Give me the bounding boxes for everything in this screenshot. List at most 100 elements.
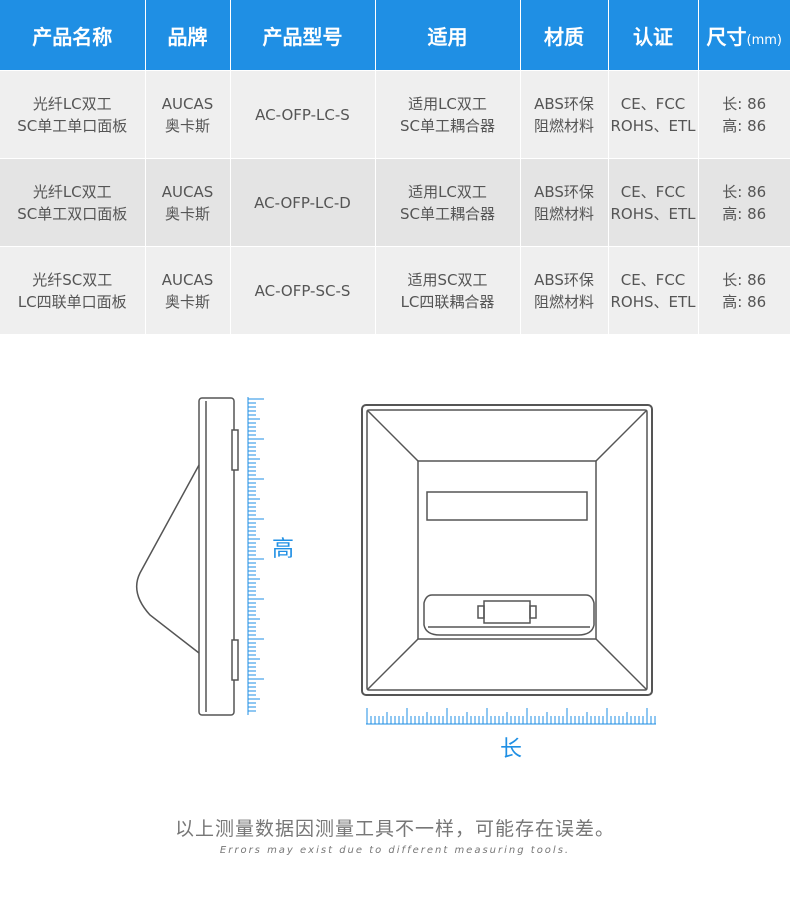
cell-name: 光纤LC双工 SC单工单口面板 [0, 70, 146, 159]
cell-text: ROHS、ETL [610, 204, 696, 223]
header-label: 品牌 [167, 24, 208, 49]
length-label: 长 [500, 737, 523, 762]
cell-usage: 适用SC双工 LC四联耦合器 [375, 246, 521, 334]
header-unit: (mm) [746, 32, 782, 48]
cell-text: 适用LC双工 [408, 182, 487, 201]
bevel-bottom-left [366, 638, 419, 691]
header-label: 尺寸 [706, 24, 747, 49]
size-value: 86 [747, 116, 767, 135]
size-height: 高: 86 [699, 203, 790, 225]
table-header-row: 产品名称 品牌 产品型号 适用 材质 认证 尺寸(mm) [0, 0, 790, 71]
header-label: 产品名称 [32, 24, 113, 49]
bevel-bottom-right [595, 638, 648, 691]
size-label: 高: [722, 116, 743, 135]
header-usage: 适用 [375, 0, 521, 71]
cell-text: ABS环保 [534, 94, 594, 113]
cell-text: CE、FCC [620, 270, 686, 289]
cell-text: 适用SC双工 [407, 270, 488, 289]
header-label: 产品型号 [262, 24, 343, 49]
cell-brand: AUCAS 奥卡斯 [145, 246, 231, 334]
footer-note-cn: 以上测量数据因测量工具不一样，可能存在误差。 [174, 818, 615, 840]
header-product-name: 产品名称 [0, 0, 146, 71]
cell-cert: CE、FCC ROHS、ETL [608, 70, 699, 159]
cell-model: AC-OFP-LC-S [230, 70, 376, 159]
spec-table: 产品名称 品牌 产品型号 适用 材质 认证 尺寸(mm) 光纤LC双工 SC单工单… [0, 0, 790, 334]
cell-text: SC单工单口面板 [17, 116, 128, 135]
cell-text: SC单工耦合器 [400, 116, 495, 135]
cell-text: AC-OFP-LC-D [254, 193, 351, 212]
cell-brand: AUCAS 奥卡斯 [145, 158, 231, 247]
cell-text: 奥卡斯 [164, 292, 210, 311]
size-length: 长: 86 [699, 181, 790, 203]
cell-text: LC四联单口面板 [17, 292, 127, 311]
cell-material: ABS环保阻燃材料 [520, 158, 609, 247]
cell-usage: 适用LC双工 SC单工耦合器 [375, 70, 521, 159]
cell-text: 奥卡斯 [164, 204, 210, 223]
size-value: 86 [747, 204, 767, 223]
cell-usage: 适用LC双工 SC单工耦合器 [375, 158, 521, 247]
cell-text: SC单工耦合器 [400, 204, 495, 223]
cell-text: AUCAS [161, 270, 214, 289]
bevel-top-right [595, 409, 648, 462]
header-size: 尺寸(mm) [698, 0, 790, 71]
port-shutter [423, 594, 595, 636]
port-adapter-tab-left [477, 605, 485, 619]
size-value: 86 [747, 94, 767, 113]
size-label: 长: [722, 182, 743, 201]
cell-text: 阻燃材料 [533, 292, 594, 311]
size-value: 86 [747, 292, 767, 311]
side-back-box [135, 464, 200, 654]
length-ruler [366, 708, 656, 725]
size-height: 高: 86 [699, 291, 790, 313]
cell-text: 光纤LC双工 [32, 94, 112, 113]
header-label: 材质 [544, 24, 584, 49]
size-height: 高: 86 [699, 115, 790, 137]
size-length: 长: 86 [699, 93, 790, 115]
cell-text: CE、FCC [620, 182, 686, 201]
cell-text: AUCAS [161, 182, 214, 201]
cell-model: AC-OFP-LC-D [230, 158, 376, 247]
size-length: 长: 86 [699, 269, 790, 291]
cell-text: AC-OFP-LC-S [255, 105, 350, 124]
size-label: 高: [722, 292, 743, 311]
size-label: 高: [722, 204, 743, 223]
port-adapter-tab-right [529, 605, 537, 619]
dimension-diagram: 高 长 [0, 335, 790, 795]
cell-cert: CE、FCC ROHS、ETL [608, 158, 699, 247]
cell-model: AC-OFP-SC-S [230, 246, 376, 334]
cell-text: CE、FCC [620, 94, 686, 113]
side-clip-bottom [231, 639, 239, 681]
side-clip-top [231, 429, 239, 471]
front-outer-frame [361, 404, 653, 696]
label-window [426, 491, 588, 521]
cell-text: 阻燃材料 [533, 204, 594, 223]
cell-text: LC四联耦合器 [400, 292, 495, 311]
cell-text: ABS环保 [534, 270, 594, 289]
cell-text: ROHS、ETL [610, 116, 696, 135]
footer-note-en: Errors may exist due to different measur… [219, 845, 571, 856]
cell-text: AUCAS [161, 94, 214, 113]
size-label: 长: [722, 94, 743, 113]
cell-material: ABS环保阻燃材料 [520, 70, 609, 159]
cell-text: 阻燃材料 [533, 116, 594, 135]
header-label: 适用 [427, 24, 468, 49]
header-material: 材质 [520, 0, 609, 71]
height-ruler [247, 397, 264, 715]
cell-text: 适用LC双工 [408, 94, 487, 113]
cell-text: ABS环保 [534, 182, 594, 201]
header-cert: 认证 [608, 0, 699, 71]
header-model: 产品型号 [230, 0, 376, 71]
cell-text: AC-OFP-SC-S [254, 281, 351, 300]
header-label: 认证 [633, 24, 673, 49]
size-label: 长: [722, 270, 743, 289]
header-brand: 品牌 [145, 0, 231, 71]
cell-material: ABS环保阻燃材料 [520, 246, 609, 334]
diagram-svg [135, 397, 656, 725]
